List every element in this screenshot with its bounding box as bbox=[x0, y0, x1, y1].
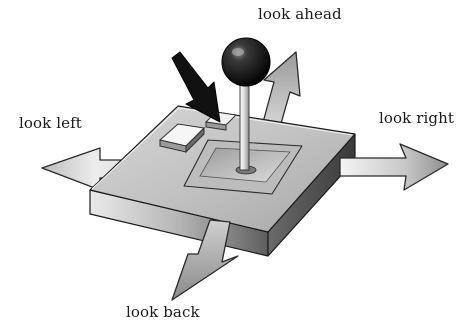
joystick-shaft bbox=[240, 80, 249, 170]
label-look-right: look right bbox=[379, 109, 454, 127]
label-look-ahead: look ahead bbox=[258, 5, 342, 23]
label-look-back: look back bbox=[126, 303, 200, 321]
look-right-arrow bbox=[340, 144, 448, 190]
joystick-ball-knob bbox=[222, 38, 270, 86]
label-look-left: look left bbox=[19, 114, 82, 132]
